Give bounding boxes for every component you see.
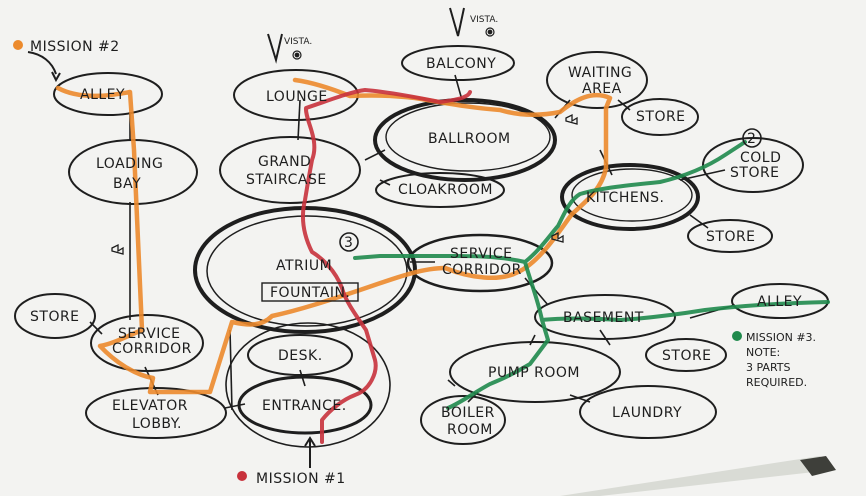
label-store-kitchens: STORE bbox=[706, 229, 756, 245]
room-service-corridor-c bbox=[406, 233, 554, 293]
label-store-basement: STORE bbox=[662, 348, 712, 364]
mission-3-route bbox=[353, 140, 830, 410]
room-outlines bbox=[14, 45, 829, 448]
vista-markers bbox=[267, 7, 495, 64]
label-atrium: ATRIUM bbox=[276, 258, 332, 274]
label-laundry: LAUNDRY bbox=[612, 405, 682, 421]
label-loading-bay-2: BAY bbox=[113, 176, 141, 192]
label-waiting-area-2: AREA bbox=[582, 81, 622, 97]
room-kitchens bbox=[560, 163, 700, 231]
mission-3-dot bbox=[732, 331, 742, 341]
label-mission-3-note-1: NOTE: bbox=[746, 346, 780, 359]
label-store-waiting: STORE bbox=[636, 109, 686, 125]
label-grand-staircase-1: GRAND bbox=[258, 154, 311, 170]
mission-1-route bbox=[301, 88, 472, 444]
stairs-icon bbox=[111, 243, 124, 255]
room-balcony bbox=[401, 45, 515, 81]
room-waiting-area bbox=[546, 51, 648, 109]
room-grand-staircase bbox=[219, 136, 361, 204]
label-basement: BASEMENT bbox=[563, 310, 644, 326]
room-store-kitchens bbox=[687, 219, 773, 253]
label-elevator-lobby-1: ELEVATOR bbox=[112, 398, 188, 414]
label-mission-3-note-3: REQUIRED. bbox=[746, 376, 807, 389]
room-ballroom bbox=[373, 98, 557, 182]
room-entrance bbox=[237, 375, 373, 435]
room-elevator-lobby bbox=[85, 387, 227, 439]
label-balcony: BALCONY bbox=[426, 56, 496, 72]
label-ballroom: BALLROOM bbox=[428, 131, 511, 147]
room-laundry bbox=[579, 385, 717, 439]
vista-lounge-icon bbox=[267, 33, 283, 64]
label-alley-nw: ALLEY bbox=[80, 87, 125, 103]
label-loading-bay-1: LOADING bbox=[96, 156, 163, 172]
label-lounge: LOUNGE bbox=[266, 89, 328, 105]
room-store-w bbox=[14, 293, 96, 339]
room-boiler-room bbox=[420, 395, 506, 445]
room-ballroom-inner bbox=[385, 102, 551, 172]
room-entrance-hall bbox=[225, 322, 391, 448]
label-desk: DESK. bbox=[278, 348, 323, 364]
fountain-box bbox=[261, 282, 359, 302]
label-grand-staircase-2: STAIRCASE bbox=[246, 172, 327, 188]
badges bbox=[339, 128, 762, 252]
label-entrance: ENTRANCE. bbox=[262, 398, 347, 414]
pen-cap bbox=[800, 456, 836, 476]
label-boiler-room-1: BOILER bbox=[441, 405, 495, 421]
label-cold-store-1: COLD bbox=[740, 150, 781, 166]
mission-2-route bbox=[55, 77, 613, 395]
label-mission-2: MISSION #2 bbox=[30, 39, 120, 55]
room-pump-room bbox=[449, 341, 621, 403]
label-alley-e: ALLEY bbox=[757, 294, 802, 310]
badge-cold-store: 2 bbox=[747, 131, 756, 147]
label-store-w: STORE bbox=[30, 309, 80, 325]
mission-1-dot bbox=[237, 471, 247, 481]
label-cold-store-2: STORE bbox=[730, 165, 780, 181]
label-vista-balcony: VISTA. bbox=[470, 15, 498, 25]
room-service-corridor-w bbox=[90, 314, 204, 372]
label-mission-3: MISSION #3. bbox=[746, 331, 816, 344]
vista-balcony-icon bbox=[449, 7, 465, 37]
stairs-icon bbox=[565, 113, 578, 125]
entry-arrows bbox=[27, 51, 316, 468]
label-cloakroom: CLOAKROOM bbox=[398, 182, 493, 198]
pen-body bbox=[560, 456, 832, 496]
label-service-corridor-w-1: SERVICE bbox=[118, 326, 181, 342]
room-basement bbox=[534, 294, 676, 340]
label-fountain: FOUNTAIN. bbox=[270, 285, 350, 301]
room-store-basement bbox=[645, 338, 727, 372]
label-service-corridor-w-2: CORRIDOR bbox=[112, 341, 192, 357]
marker-pen bbox=[560, 456, 836, 496]
label-elevator-lobby-2: LOBBY. bbox=[132, 416, 182, 432]
label-vista-lounge: VISTA. bbox=[284, 37, 312, 47]
label-boiler-room-2: ROOM bbox=[447, 422, 493, 438]
label-mission-3-note-2: 3 PARTS bbox=[746, 361, 791, 374]
label-service-corridor-c-1: SERVICE bbox=[450, 246, 513, 262]
mission-2-arrow-icon bbox=[27, 51, 57, 75]
room-desk bbox=[247, 334, 353, 376]
label-kitchens: KITCHENS. bbox=[586, 190, 665, 206]
badge-atrium: 3 bbox=[344, 235, 353, 251]
room-alley-nw bbox=[53, 72, 163, 116]
room-cold-store bbox=[702, 137, 804, 193]
badge-atrium-circle bbox=[339, 232, 359, 252]
room-store-waiting bbox=[621, 98, 699, 136]
stair-marks bbox=[111, 113, 578, 255]
mission-2-dot bbox=[13, 40, 23, 50]
badge-cold-store-circle bbox=[742, 128, 762, 148]
room-atrium-inner bbox=[206, 215, 408, 327]
label-mission-1: MISSION #1 bbox=[256, 471, 346, 487]
label-pump-room: PUMP ROOM bbox=[488, 365, 580, 381]
label-waiting-area-1: WAITING bbox=[568, 65, 632, 81]
label-service-corridor-c-2: CORRIDOR bbox=[442, 262, 522, 278]
room-kitchens-inner bbox=[571, 168, 693, 222]
stairs-icon bbox=[551, 231, 564, 243]
room-cloakroom bbox=[375, 172, 505, 208]
